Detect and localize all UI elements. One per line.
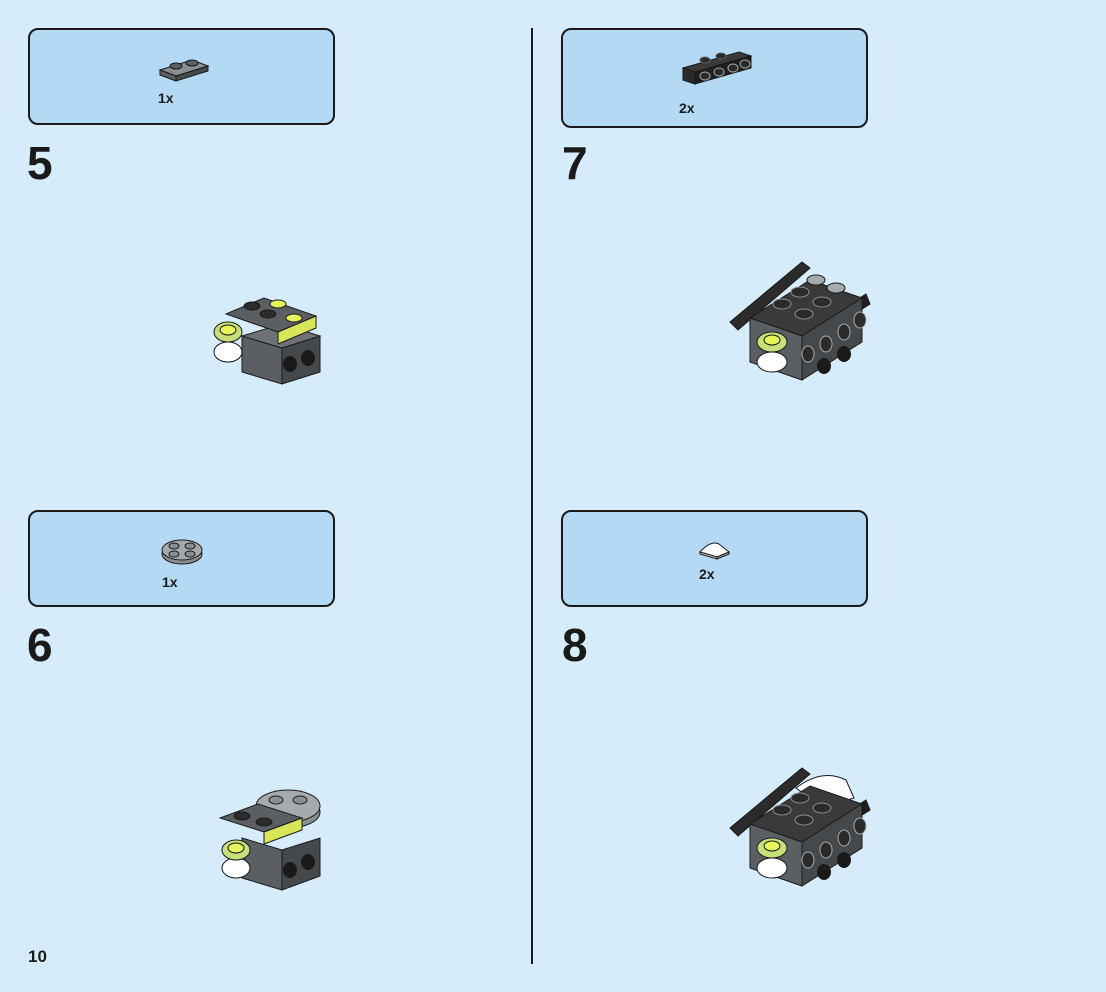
step-6-assembly-image <box>218 789 321 891</box>
bracket-plate-black-icon <box>681 51 753 85</box>
parts-callout-step-7: 2x <box>561 28 868 128</box>
step-number-7: 7 <box>562 137 588 189</box>
part-quantity: 1x <box>162 574 178 590</box>
part-quantity: 2x <box>679 100 695 116</box>
part-quantity: 1x <box>158 90 174 106</box>
step-7-assembly-image <box>729 261 871 381</box>
page-number: 10 <box>28 947 47 966</box>
part-quantity: 2x <box>699 566 715 582</box>
step-number-8: 8 <box>562 619 588 671</box>
round-plate-2x2-light-gray-icon <box>161 539 203 565</box>
plate-1x2-dark-gray-icon <box>158 59 210 82</box>
step-8-assembly-image <box>729 767 871 887</box>
column-divider <box>531 28 533 964</box>
parts-callout-step-6: 1x <box>28 510 335 607</box>
curved-slope-white-icon <box>699 542 730 560</box>
step-5-assembly-image <box>213 297 322 385</box>
step-number-5: 5 <box>27 137 53 189</box>
parts-callout-step-8: 2x <box>561 510 868 607</box>
parts-callout-step-5: 1x <box>28 28 335 125</box>
step-number-6: 6 <box>27 619 53 671</box>
